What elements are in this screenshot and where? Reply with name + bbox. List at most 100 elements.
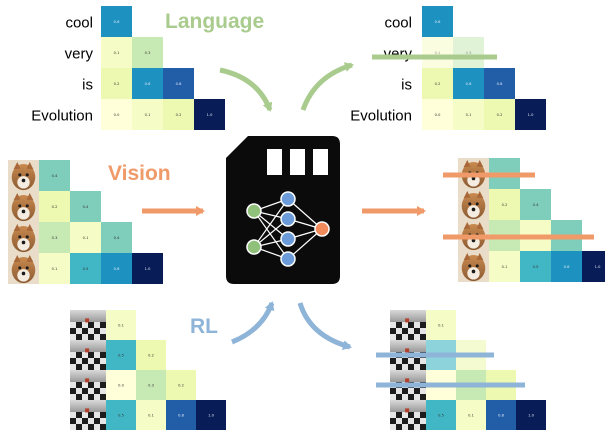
attention-cell	[101, 6, 132, 37]
checkerboard-frame-thumbnail	[70, 400, 106, 430]
attention-cell	[422, 99, 453, 130]
attention-cell-value: 0.0	[435, 113, 441, 117]
attention-cell-value: 0.1	[148, 413, 154, 417]
token-label: cool	[384, 15, 412, 32]
attention-cell	[515, 99, 546, 130]
attention-cell	[453, 68, 484, 99]
token-label: is	[401, 77, 412, 94]
attention-cell	[520, 189, 551, 220]
attention-cell	[453, 37, 484, 68]
attention-cell-value: 1.0	[595, 265, 601, 269]
attention-cell-value: 1.0	[528, 413, 534, 417]
attention-cell-value: 0.1	[114, 51, 120, 55]
attention-cell-value: 1.0	[145, 267, 151, 271]
attention-cell-value: 0.2	[497, 113, 503, 117]
token-label: cool	[65, 15, 93, 32]
dog-thumbnail	[8, 160, 39, 191]
attention-cell	[551, 251, 582, 282]
attention-cell-value: 0.3	[145, 51, 151, 55]
attention-cell-value: 0.1	[83, 236, 89, 240]
language-output-arrow	[300, 62, 354, 111]
dog-thumbnail	[458, 189, 489, 220]
attention-cell	[132, 99, 163, 130]
attention-cell	[520, 251, 551, 282]
attention-cell	[101, 222, 132, 253]
attention-cell-value: 0.2	[435, 82, 441, 86]
dog-thumbnail	[8, 222, 39, 253]
neural-network-chip-icon	[226, 136, 340, 284]
rl-title: RL	[190, 315, 218, 338]
attention-cell-value: 0.2	[52, 205, 58, 209]
attention-cell-value: 0.1	[118, 323, 124, 327]
attention-cell	[39, 253, 70, 284]
attention-cell	[489, 251, 520, 282]
attention-cell-value: 0.6	[564, 265, 570, 269]
attention-cell-value: 0.1	[145, 113, 151, 117]
checkerboard-frame-thumbnail	[70, 370, 106, 400]
attention-cell-value: 0.2	[176, 113, 182, 117]
attention-cell	[163, 68, 194, 99]
attention-cell	[422, 6, 453, 37]
attention-cell	[426, 400, 456, 430]
attention-cell	[516, 400, 546, 430]
attention-cell	[106, 370, 136, 400]
attention-cell	[453, 99, 484, 130]
attention-cell	[70, 191, 101, 222]
attention-cell-value: 0.4	[83, 205, 89, 209]
dog-thumbnail	[8, 191, 39, 222]
attention-cell-value: 0.6	[435, 20, 441, 24]
dog-thumbnail	[458, 251, 489, 282]
attention-cell-value: 0.8	[176, 82, 182, 86]
attention-cell-value: 0.5	[118, 413, 124, 417]
attention-cell	[70, 222, 101, 253]
attention-cell	[70, 253, 101, 284]
attention-cell-value: 0.3	[148, 383, 154, 387]
attention-cell-value: 0.4	[114, 236, 120, 240]
attention-cell-value: 0.2	[502, 203, 508, 207]
language-input-arrow	[219, 67, 273, 112]
token-label: Evolution	[31, 108, 93, 125]
rl-input-arrow	[231, 301, 275, 345]
attention-cell-value: 0.2	[178, 383, 184, 387]
attention-cell-value: 0.0	[114, 113, 120, 117]
attention-cell-value: 1.0	[208, 413, 214, 417]
attention-cell	[166, 400, 196, 430]
attention-cell	[486, 400, 516, 430]
attention-cell	[39, 191, 70, 222]
vision-title: Vision	[108, 162, 171, 185]
dog-thumbnail	[8, 253, 39, 284]
attention-cell-value: 0.5	[438, 413, 444, 417]
attention-cell	[106, 340, 136, 370]
attention-cell	[422, 68, 453, 99]
attention-cell	[132, 253, 163, 284]
attention-cell	[196, 400, 226, 430]
attention-cell-value: 0.1	[468, 413, 474, 417]
attention-cell-value: 0.6	[114, 20, 120, 24]
attention-cell-value: 0.8	[497, 82, 503, 86]
attention-cell-value: 0.4	[533, 203, 539, 207]
attention-cell-value: 0.4	[52, 174, 58, 178]
attention-cell	[39, 222, 70, 253]
attention-cell	[456, 400, 486, 430]
attention-cell-value: 0.1	[502, 265, 508, 269]
attention-cell	[163, 99, 194, 130]
token-label: is	[82, 77, 93, 94]
checkerboard-frame-thumbnail	[390, 400, 426, 430]
attention-cell-value: 0.2	[114, 82, 120, 86]
attention-cell-value: 0.5	[118, 353, 124, 357]
attention-cell	[582, 251, 605, 282]
attention-cell-value: 0.3	[466, 51, 472, 55]
checkerboard-frame-thumbnail	[70, 340, 106, 370]
attention-cell-value: 0.2	[148, 353, 154, 357]
attention-cell	[101, 37, 132, 68]
attention-cell	[132, 68, 163, 99]
attention-cell	[426, 310, 456, 340]
attention-cell-value: 0.5	[83, 267, 89, 271]
rl-output-arrow	[297, 302, 352, 350]
attention-cell-value: 1.0	[528, 113, 534, 117]
attention-cell-value: 0.1	[466, 113, 472, 117]
attention-cell	[194, 99, 225, 130]
